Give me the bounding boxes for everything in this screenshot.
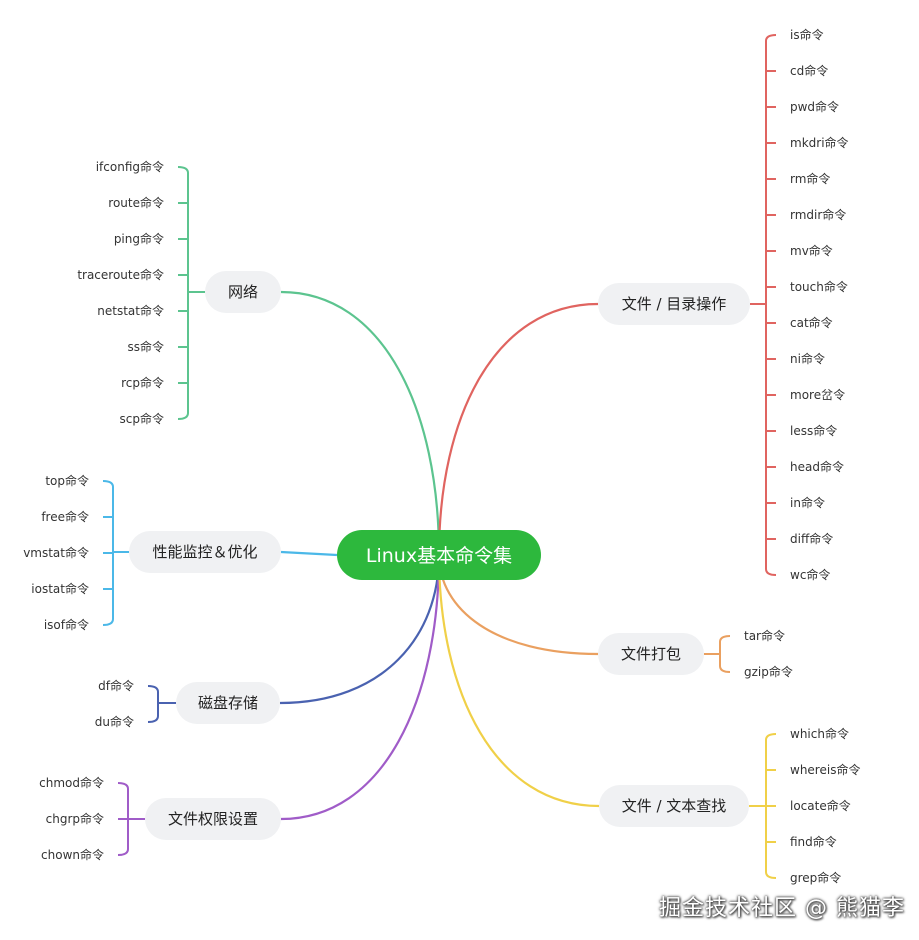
branch-label-fileops: 文件 / 目录操作 (622, 295, 727, 313)
watermark-text: 掘金技术社区 @ 熊猫李 (659, 896, 905, 921)
leaf-fileops[interactable]: mv命令 (790, 243, 833, 258)
branch-node-bg (176, 682, 280, 724)
leaf-perm[interactable]: chown命令 (41, 847, 104, 862)
leaf-fileops[interactable]: cd命令 (790, 63, 828, 78)
leaf-fileops[interactable]: less命令 (790, 423, 837, 438)
leaf-fileops[interactable]: wc命令 (790, 567, 830, 582)
branch-node-network[interactable]: 网络 (205, 271, 281, 313)
leaf-pack[interactable]: gzip命令 (744, 664, 793, 679)
leaf-fileops[interactable]: rmdir命令 (790, 207, 846, 222)
leaf-network[interactable]: ifconfig命令 (96, 159, 164, 174)
leaf-disk[interactable]: df命令 (98, 678, 134, 693)
leaf-fileops[interactable]: cat命令 (790, 315, 833, 330)
branch-node-perf[interactable]: 性能监控＆优化 (129, 531, 281, 573)
connector-disk (279, 554, 441, 705)
branch-node-bg (145, 798, 281, 840)
root-node-bg (337, 530, 541, 580)
branch-label-pack: 文件打包 (621, 645, 681, 663)
leaf-perf[interactable]: top命令 (45, 473, 89, 488)
branch-node-bg (599, 785, 749, 827)
leaf-search[interactable]: grep命令 (790, 870, 841, 885)
leaf-perf[interactable]: free命令 (41, 509, 89, 524)
connector-perm (280, 554, 441, 821)
leaf-network[interactable]: scp命令 (120, 411, 164, 426)
leaf-search[interactable]: find命令 (790, 834, 837, 849)
leaf-fileops[interactable]: diff命令 (790, 531, 833, 546)
leaf-fileops[interactable]: touch命令 (790, 279, 848, 294)
branch-node-bg (129, 531, 281, 573)
leaf-fileops[interactable]: more岔令 (790, 387, 845, 402)
leaf-fileops[interactable]: head命令 (790, 459, 844, 474)
leaf-network[interactable]: ss命令 (127, 339, 164, 354)
connector-network (280, 290, 441, 556)
leaf-search[interactable]: whereis命令 (790, 762, 860, 777)
leaf-search[interactable]: locate命令 (790, 798, 851, 813)
branch-node-fileops[interactable]: 文件 / 目录操作 (598, 283, 750, 325)
root-node[interactable]: Linux基本命令集 (337, 530, 541, 580)
branch-node-disk[interactable]: 磁盘存储 (176, 682, 280, 724)
leaf-perf[interactable]: isof命令 (44, 617, 89, 632)
leaf-fileops[interactable]: ni命令 (790, 351, 825, 366)
branch-node-perm[interactable]: 文件权限设置 (145, 798, 281, 840)
leaf-fileops[interactable]: in命令 (790, 495, 825, 510)
branch-node-pack[interactable]: 文件打包 (598, 633, 704, 675)
bracket-fileops (765, 34, 777, 576)
leaf-network[interactable]: route命令 (108, 195, 164, 210)
connector-search (437, 554, 600, 808)
leaf-network[interactable]: netstat命令 (97, 303, 164, 318)
connector-perf (280, 550, 338, 557)
leaf-perf[interactable]: vmstat命令 (23, 545, 89, 560)
branch-label-search: 文件 / 文本查找 (622, 797, 727, 815)
leaf-fileops[interactable]: is命令 (790, 27, 824, 42)
branch-node-bg (205, 271, 281, 313)
branch-label-network: 网络 (228, 283, 258, 301)
branch-label-perm: 文件权限设置 (168, 810, 258, 828)
leaf-disk[interactable]: du命令 (95, 714, 134, 729)
leaf-network[interactable]: traceroute命令 (77, 267, 164, 282)
branch-node-search[interactable]: 文件 / 文本查找 (599, 785, 749, 827)
branch-node-bg (598, 633, 704, 675)
bracket-pack (719, 635, 731, 673)
leaf-network[interactable]: ping命令 (114, 231, 164, 246)
connector-fileops (437, 302, 599, 556)
leaf-perf[interactable]: iostat命令 (31, 581, 89, 596)
leaf-perm[interactable]: chmod命令 (39, 775, 104, 790)
leaf-network[interactable]: rcp命令 (121, 375, 164, 390)
leaf-search[interactable]: which命令 (790, 726, 849, 741)
leaf-fileops[interactable]: mkdri命令 (790, 135, 849, 150)
branch-node-bg (598, 283, 750, 325)
node-layer: ifconfig命令 route命令 ping命令 traceroute命令 netst… (23, 27, 860, 885)
edge-layer (102, 34, 777, 879)
branch-label-perf: 性能监控＆优化 (152, 543, 257, 561)
bracket-network (177, 166, 189, 420)
root-label: Linux基本命令集 (366, 545, 512, 567)
bracket-disk (147, 685, 159, 723)
leaf-fileops[interactable]: pwd命令 (790, 99, 839, 114)
leaf-fileops[interactable]: rm命令 (790, 171, 830, 186)
leaf-pack[interactable]: tar命令 (744, 628, 785, 643)
leaf-perm[interactable]: chgrp命令 (46, 811, 104, 826)
branch-label-disk: 磁盘存储 (198, 694, 258, 712)
